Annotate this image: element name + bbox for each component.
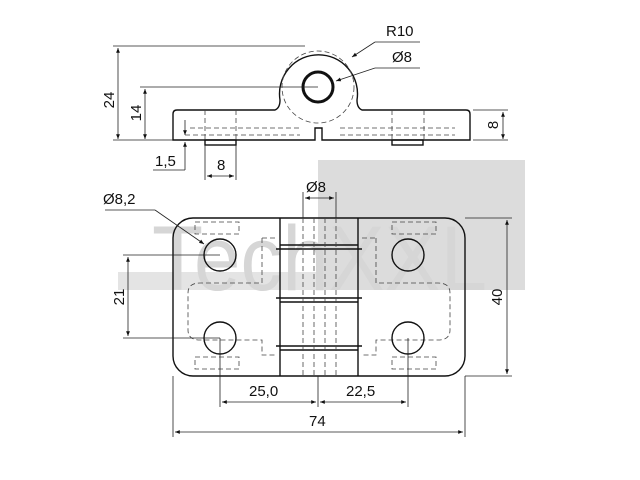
slot-marks bbox=[194, 221, 437, 370]
dim-hole-diameter: Ø8,2 bbox=[103, 191, 136, 208]
dim-axis-height: 14 bbox=[128, 105, 145, 122]
dim-radius: R10 bbox=[386, 23, 414, 40]
dim-height-total: 24 bbox=[101, 92, 118, 109]
dim-tab-width: 8 bbox=[217, 157, 225, 174]
watermark-text: TechXXL bbox=[152, 208, 487, 310]
mounting-hole bbox=[391, 238, 425, 272]
side-view: 24 14 8 R10 Ø8 1,5 8 bbox=[101, 23, 508, 180]
dim-pin-diameter-top: Ø8 bbox=[306, 179, 326, 196]
dim-width: 40 bbox=[489, 289, 506, 306]
dim-tab-offset: 1,5 bbox=[155, 153, 176, 170]
dim-pin-diameter-side: Ø8 bbox=[392, 49, 412, 66]
dim-length: 74 bbox=[309, 413, 326, 430]
watermark: TechXXL bbox=[118, 160, 525, 310]
top-view: Ø8 Ø8,2 21 40 25,0 22,5 74 bbox=[103, 179, 512, 437]
dim-hole-spacing: 21 bbox=[111, 289, 128, 306]
dim-right-offset: 22,5 bbox=[346, 383, 375, 400]
dim-left-offset: 25,0 bbox=[249, 383, 278, 400]
dim-plate-thickness: 8 bbox=[485, 121, 502, 129]
